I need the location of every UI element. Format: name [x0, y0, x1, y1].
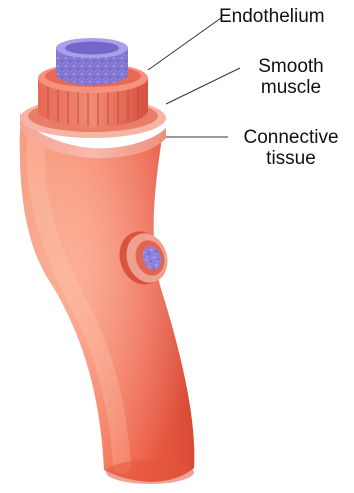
label-smooth-muscle-line-1: Smooth — [241, 56, 341, 77]
label-smooth-muscle-line-2: muscle — [241, 77, 341, 98]
endothelium-layer — [56, 38, 128, 85]
leader-line-endothelium — [148, 18, 221, 70]
label-smooth-muscle: Smooth muscle — [241, 56, 341, 98]
label-connective-tissue-line-1: Connective — [229, 127, 353, 148]
label-connective-tissue-line-2: tissue — [229, 148, 353, 169]
label-endothelium: Endothelium — [219, 6, 325, 27]
label-connective-tissue: Connective tissue — [229, 127, 353, 169]
leader-line-smooth-muscle — [166, 68, 240, 104]
vessel-body — [20, 128, 195, 484]
